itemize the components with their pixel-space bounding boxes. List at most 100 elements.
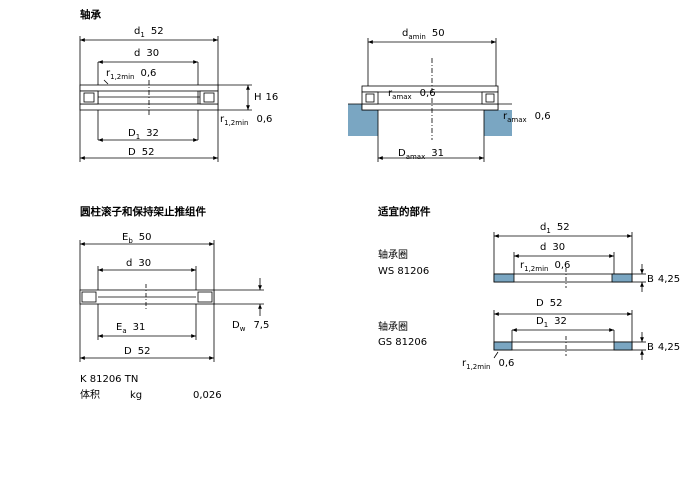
bearing-r-label: r [106, 68, 111, 79]
bearing-r2-sub: 1,2min [224, 119, 248, 127]
abutment-Da-sub: amax [406, 153, 426, 161]
mass-unit: kg [130, 390, 142, 401]
housing-right-fill [484, 104, 512, 136]
assembly-Eb-value: 50 [139, 232, 152, 243]
ws-B-value: 4,25 [658, 274, 680, 285]
ws-ring-right [611, 273, 633, 283]
assembly-drawing [79, 240, 264, 362]
svg-text:D52: D 52 [536, 298, 562, 309]
section-title-matching: 适宜的部件 [378, 205, 431, 218]
svg-text:D52: D 52 [128, 147, 154, 158]
gs-D1-value: 32 [554, 316, 567, 327]
assembly-D-label: D [124, 346, 132, 357]
svg-text:H16: H 16 [254, 92, 278, 103]
bearing-d-label: d [134, 48, 140, 59]
bearing-D-label: D [128, 147, 136, 158]
bearing-D-value: 52 [142, 147, 155, 158]
mass-label: 体积 [80, 389, 100, 401]
bearing-d1-label: d [134, 26, 140, 37]
abutment-ra-sub: amax [392, 93, 412, 101]
bearing-d1-sub: 1 [140, 31, 144, 39]
bearing-d-value: 30 [146, 48, 159, 59]
bearing-h-value: 16 [266, 92, 279, 103]
housing-left-fill [348, 104, 378, 136]
abutment-da-value: 50 [432, 28, 445, 39]
svg-text:D52: D52 [124, 346, 150, 357]
gs-r-label: r [462, 358, 467, 369]
gs-washer-drawing [493, 310, 646, 360]
designation-text: K 81206 TN [80, 374, 138, 385]
ws-washer-drawing [493, 232, 646, 292]
gs-B-value: 4,25 [658, 342, 680, 353]
bearing-r2-value: 0,6 [256, 114, 272, 125]
svg-text:d30: d 30 [134, 48, 159, 59]
gs-D-value: 52 [550, 298, 563, 309]
svg-text:d30: d30 [126, 258, 151, 269]
svg-text:B4,25: B 4,25 [647, 342, 680, 353]
bearing-drawing [79, 36, 252, 162]
ws-title: 轴承圈 [378, 248, 408, 261]
bearing-r-value: 0,6 [140, 68, 156, 79]
abutment-Da-value: 31 [431, 148, 444, 159]
abutment-ra2-sub: amax [507, 116, 527, 124]
ws-d1-label: d [540, 222, 546, 233]
gs-B-label: B [647, 342, 654, 353]
ws-ring-left [493, 273, 515, 283]
gs-title: 轴承圈 [378, 320, 408, 333]
ws-d1-value: 52 [557, 222, 570, 233]
svg-text:B4,25: B 4,25 [647, 274, 680, 285]
section-title-bearing: 轴承 [80, 8, 101, 21]
ws-d-value: 30 [552, 242, 565, 253]
gs-r-sub: 1,2min [466, 363, 490, 371]
abutment-Da-label: D [398, 148, 406, 159]
gs-ring-left [493, 341, 513, 351]
assembly-Ea-sub: a [122, 327, 126, 335]
assembly-Eb-sub: b [128, 237, 133, 245]
ws-d-label: d [540, 242, 546, 253]
bearing-D1-value: 32 [146, 128, 159, 139]
gs-r-value: 0,6 [498, 358, 514, 369]
gs-D1-sub: 1 [544, 321, 548, 329]
abutment-drawing [348, 38, 512, 162]
ws-r-value: 0,6 [554, 260, 570, 271]
assembly-Dw-label: D [232, 320, 240, 331]
abutment-ra2-value: 0,6 [535, 111, 551, 122]
bearing-h-label: H [254, 92, 262, 103]
gs-D1-label: D [536, 316, 544, 327]
abutment-ra-value: 0,6 [420, 88, 436, 99]
mass-value: 0,026 [193, 390, 222, 401]
assembly-Eb-label: E [122, 232, 128, 243]
abutment-ra2-label: r [503, 111, 508, 122]
bearing-D1-label: D [128, 128, 136, 139]
gs-code: GS 81206 [378, 337, 427, 348]
gs-ring-right [613, 341, 633, 351]
ws-r-label: r [520, 260, 525, 271]
bearing-r-sub: 1,2min [110, 73, 134, 81]
gs-D-label: D [536, 298, 544, 309]
assembly-Dw-sub: w [240, 325, 246, 333]
assembly-d-value: 30 [138, 258, 151, 269]
abutment-da-sub: amin [408, 33, 426, 41]
ws-code: WS 81206 [378, 266, 429, 277]
ws-d1-sub: 1 [546, 227, 550, 235]
bearing-D1-sub: 1 [136, 133, 140, 141]
assembly-Dw-value: 7,5 [253, 320, 269, 331]
abutment-da-label: d [402, 28, 408, 39]
ws-B-label: B [647, 274, 654, 285]
ws-r-sub: 1,2min [524, 265, 548, 273]
assembly-Ea-label: E [116, 322, 122, 333]
bearing-d1-value: 52 [151, 26, 164, 37]
